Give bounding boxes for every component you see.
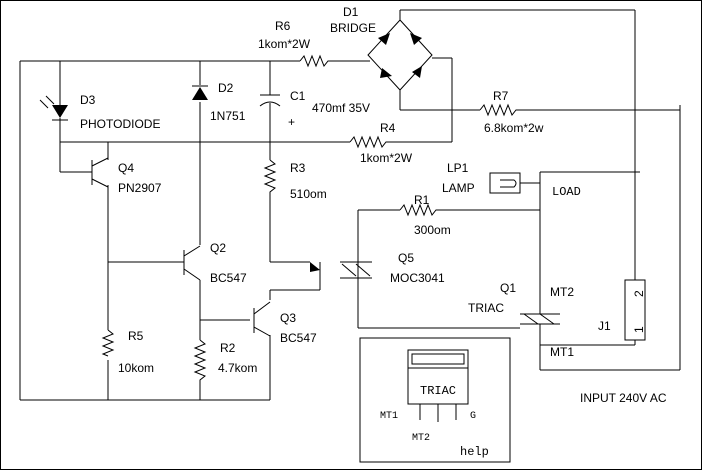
r3-resistor	[263, 159, 277, 195]
q3-value: BC547	[280, 331, 317, 345]
r6-value: 1kom*2W	[258, 37, 311, 51]
r5-resistor	[101, 329, 115, 357]
help-pin-mt2: MT2	[412, 433, 430, 444]
load-label: LOAD	[552, 185, 581, 199]
wires	[19, 9, 681, 401]
r1-value: 300om	[414, 223, 451, 237]
j1-connector-symbol	[624, 279, 646, 341]
q1-triac-symbol	[520, 306, 560, 330]
help-pin-g: G	[470, 411, 476, 422]
help-box-frame	[359, 337, 511, 463]
d2-label: D2	[218, 81, 234, 95]
r5-value: 10kom	[118, 361, 154, 375]
q5-optocoupler-symbol	[305, 261, 372, 279]
r4-resistor	[349, 135, 390, 149]
q5-label: Q5	[398, 251, 414, 265]
lp1-lamp-symbol	[489, 172, 521, 194]
bridge-label: BRIDGE	[330, 21, 376, 35]
c1-capacitor-symbol	[259, 94, 281, 107]
q4-transistor-symbol	[91, 157, 109, 188]
q2-label: Q2	[210, 241, 226, 255]
mt2-label: MT2	[550, 285, 574, 299]
q5-value: MOC3041	[390, 271, 445, 285]
mt1-label: MT1	[550, 345, 574, 359]
r4-value: 1kom*2W	[360, 151, 413, 165]
help-title: help	[460, 445, 489, 459]
q3-transistor-symbol	[253, 301, 271, 337]
d3-label: D3	[80, 93, 96, 107]
d2-value: 1N751	[210, 109, 246, 123]
triac-tab	[407, 349, 469, 369]
triac-label: TRIAC	[468, 301, 504, 315]
lamp-label: LAMP	[442, 181, 475, 195]
c1-value: 470mf 35V	[312, 101, 370, 115]
c1-plus: +	[288, 115, 295, 129]
r7-label: R7	[493, 89, 509, 103]
q4-label: Q4	[118, 161, 134, 175]
lp1-label: LP1	[447, 161, 469, 175]
q4-value: PN2907	[118, 181, 162, 195]
bridge-rectifier-symbol	[367, 19, 433, 91]
help-box: TRIAC MT1 MT2 G help	[359, 337, 511, 463]
c1-label: C1	[290, 89, 306, 103]
d2-zener-symbol	[192, 85, 208, 100]
r2-value: 4.7kom	[218, 361, 257, 375]
r7-value: 6.8kom*2w	[484, 121, 544, 135]
j1-pin1: 1	[632, 326, 646, 333]
r2-label: R2	[220, 341, 236, 355]
r6-label: R6	[275, 19, 291, 33]
r6-resistor	[299, 54, 330, 68]
photodiode-label: PHOTODIODE	[80, 117, 160, 131]
input-label: INPUT 240V AC	[580, 391, 667, 405]
d3-photodiode-symbol	[39, 90, 68, 125]
help-package-label: TRIAC	[420, 384, 456, 398]
r5-label: R5	[128, 329, 144, 343]
d1-label: D1	[343, 5, 359, 19]
q2-value: BC547	[210, 271, 247, 285]
help-pin-mt1: MT1	[380, 411, 398, 422]
r7-resistor	[479, 103, 520, 117]
r2-resistor	[193, 339, 207, 385]
r4-label: R4	[380, 121, 396, 135]
r3-value: 510om	[290, 187, 327, 201]
r1-resistor	[399, 203, 440, 217]
q1-label: Q1	[500, 281, 516, 295]
r3-label: R3	[290, 161, 306, 175]
r1-label: R1	[414, 193, 430, 207]
q3-label: Q3	[280, 311, 296, 325]
j1-pin2: 2	[632, 290, 646, 297]
q2-transistor-symbol	[183, 245, 201, 281]
j1-label: J1	[598, 319, 611, 333]
